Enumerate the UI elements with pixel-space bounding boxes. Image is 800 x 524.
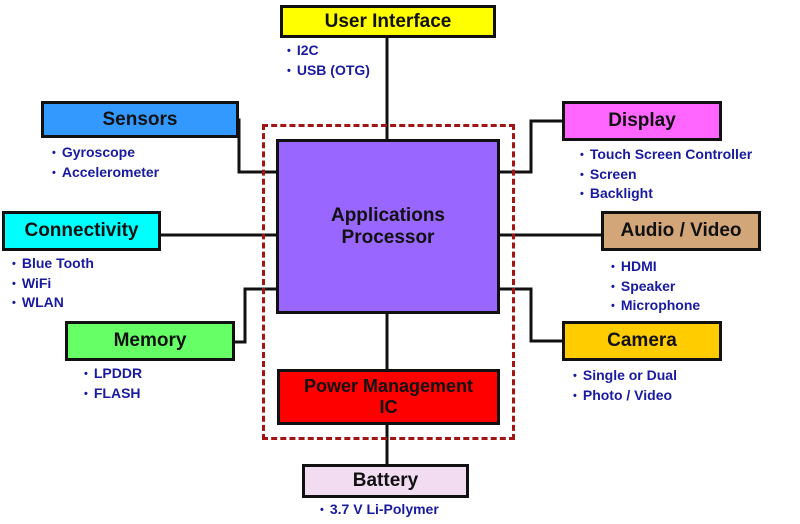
battery-items: 3.7 V Li-Polymer [320, 500, 439, 520]
camera-label: Camera [607, 330, 677, 351]
pmic-label-line2: IC [379, 397, 398, 417]
list-item: Screen [580, 165, 752, 185]
soc-boundary [262, 124, 515, 440]
battery-label: Battery [352, 470, 419, 491]
user-interface-items: I2C USB (OTG) [287, 41, 370, 80]
list-item: HDMI [611, 257, 700, 277]
camera-block: Camera [562, 321, 722, 361]
processor-label-line1: Applications [330, 204, 445, 226]
memory-block: Memory [65, 321, 235, 361]
wire-memory [233, 287, 278, 344]
audio-video-block: Audio / Video [601, 211, 761, 251]
list-item: Single or Dual [573, 366, 677, 386]
audio-video-items: HDMI Speaker Microphone [611, 257, 700, 316]
power-management-ic-block: Power Management IC [277, 369, 500, 425]
audio-video-label: Audio / Video [620, 220, 742, 241]
list-item: I2C [287, 41, 370, 61]
list-item: Accelerometer [52, 163, 159, 183]
connectivity-items: Blue Tooth WiFi WLAN [12, 254, 94, 313]
list-item: FLASH [84, 384, 142, 404]
processor-label-line2: Processor [341, 226, 435, 248]
battery-block: Battery [302, 464, 469, 498]
list-item: Backlight [580, 184, 752, 204]
list-item: Photo / Video [573, 386, 677, 406]
camera-items: Single or Dual Photo / Video [573, 366, 677, 405]
list-item: Gyroscope [52, 143, 159, 163]
memory-label: Memory [113, 330, 187, 351]
display-items: Touch Screen Controller Screen Backlight [580, 145, 752, 204]
list-item: Touch Screen Controller [580, 145, 752, 165]
user-interface-label: User Interface [324, 10, 452, 32]
display-label: Display [608, 110, 676, 131]
applications-processor-block: Applications Processor [276, 139, 500, 314]
sensors-label: Sensors [102, 108, 178, 130]
list-item: 3.7 V Li-Polymer [320, 500, 439, 520]
list-item: USB (OTG) [287, 61, 370, 81]
sensors-block: Sensors [41, 101, 239, 138]
display-block: Display [562, 101, 722, 141]
pmic-label-line1: Power Management [303, 376, 474, 397]
sensors-items: Gyroscope Accelerometer [52, 143, 159, 182]
memory-items: LPDDR FLASH [84, 364, 142, 403]
list-item: Blue Tooth [12, 254, 94, 274]
list-item: Speaker [611, 277, 700, 297]
user-interface-block: User Interface [280, 5, 496, 38]
connectivity-label: Connectivity [24, 220, 139, 241]
list-item: Microphone [611, 296, 700, 316]
list-item: WLAN [12, 293, 94, 313]
list-item: LPDDR [84, 364, 142, 384]
connectivity-block: Connectivity [2, 211, 161, 251]
list-item: WiFi [12, 274, 94, 294]
